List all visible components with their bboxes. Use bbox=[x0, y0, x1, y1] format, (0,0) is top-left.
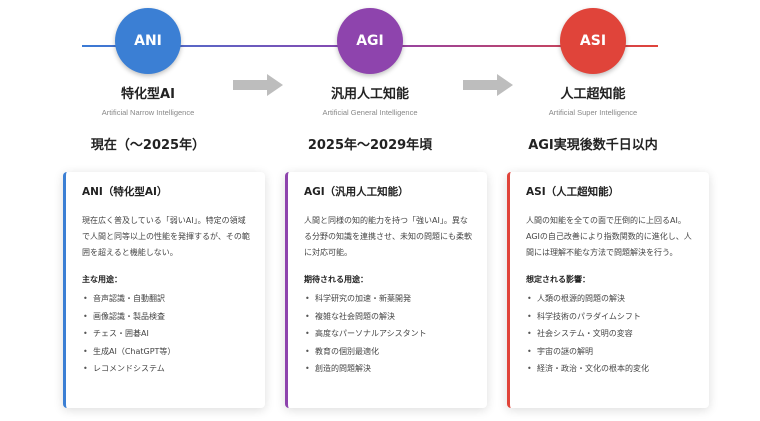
card-description: 人間の知能を全ての面で圧倒的に上回るAI。AGIの自己改善により指数関数的に進化… bbox=[526, 216, 692, 257]
card-agi: AGI（汎用人工知能） 人間と同様の知的能力を持つ「強いAI」。異なる分野の知識… bbox=[285, 172, 487, 408]
stage-period: AGI実現後数千日以内 bbox=[528, 138, 658, 153]
card-title: ANI（特化型AI） bbox=[82, 186, 168, 198]
list-item: 音声認識・自動翻訳 bbox=[82, 293, 251, 305]
list-item: 経済・政治・文化の根本的変化 bbox=[526, 363, 695, 375]
list-item: チェス・囲碁AI bbox=[82, 328, 251, 340]
stage-circle-asi: ASI bbox=[560, 8, 626, 74]
stage-circle-ani: ANI bbox=[115, 8, 181, 74]
stage-name: 特化型AI bbox=[121, 87, 175, 102]
stage-period: 現在（〜2025年） bbox=[90, 138, 206, 153]
right-arrow-icon bbox=[233, 74, 283, 96]
list-item: 高度なパーソナルアシスタント bbox=[304, 328, 473, 340]
card-subtitle: 主な用途： bbox=[82, 275, 122, 284]
stage-circle-agi: AGI bbox=[337, 8, 403, 74]
list-item: レコメンドシステム bbox=[82, 363, 251, 375]
list-item: 人類の根源的問題の解決 bbox=[526, 293, 695, 305]
card-list: 科学研究の加速・新薬開発 複雑な社会問題の解決 高度なパーソナルアシスタント 教… bbox=[304, 293, 473, 375]
stage-agi: AGI 汎用人工知能 Artificial General Intelligen… bbox=[270, 8, 470, 153]
list-item: 科学研究の加速・新薬開発 bbox=[304, 293, 473, 305]
stage-name: 汎用人工知能 bbox=[330, 87, 409, 102]
stage-ani: ANI 特化型AI Artificial Narrow Intelligence… bbox=[48, 8, 248, 153]
list-item: 教育の個別最適化 bbox=[304, 346, 473, 358]
stage-asi: ASI 人工超知能 Artificial Super Intelligence … bbox=[493, 8, 693, 153]
stage-abbr: ASI bbox=[579, 33, 607, 49]
card-asi: ASI（人工超知能） 人間の知能を全ての面で圧倒的に上回るAI。AGIの自己改善… bbox=[507, 172, 709, 408]
stage-name: 人工超知能 bbox=[560, 87, 626, 102]
stage-english-name: Artificial Narrow Intelligence bbox=[101, 108, 195, 117]
card-subtitle: 期待される用途： bbox=[304, 275, 368, 284]
stage-english-name: Artificial General Intelligence bbox=[322, 108, 418, 117]
card-list: 人類の根源的問題の解決 科学技術のパラダイムシフト 社会システム・文明の変容 宇… bbox=[526, 293, 695, 375]
list-item: 画像認識・製品検査 bbox=[82, 311, 251, 323]
stage-period: 2025年〜2029年頃 bbox=[307, 138, 433, 153]
stage-abbr: AGI bbox=[356, 33, 384, 49]
card-title: AGI（汎用人工知能） bbox=[304, 186, 409, 198]
stage-abbr: ANI bbox=[134, 33, 162, 49]
card-title: ASI（人工超知能） bbox=[526, 186, 620, 198]
list-item: 複雑な社会問題の解決 bbox=[304, 311, 473, 323]
card-subtitle: 想定される影響： bbox=[526, 275, 590, 284]
card-ani: ANI（特化型AI） 現在広く普及している「弱いAI」。特定の領域で人間と同等以… bbox=[63, 172, 265, 408]
card-list: 音声認識・自動翻訳 画像認識・製品検査 チェス・囲碁AI 生成AI（ChatGP… bbox=[82, 293, 251, 375]
list-item: 創造的問題解決 bbox=[304, 363, 473, 375]
card-description: 人間と同様の知的能力を持つ「強いAI」。異なる分野の知識を連携させ、未知の問題に… bbox=[304, 216, 472, 257]
list-item: 科学技術のパラダイムシフト bbox=[526, 311, 695, 323]
list-item: 生成AI（ChatGPT等） bbox=[82, 346, 251, 358]
right-arrow-icon bbox=[463, 74, 513, 96]
stage-english-name: Artificial Super Intelligence bbox=[548, 108, 638, 117]
list-item: 宇宙の謎の解明 bbox=[526, 346, 695, 358]
list-item: 社会システム・文明の変容 bbox=[526, 328, 695, 340]
card-description: 現在広く普及している「弱いAI」。特定の領域で人間と同等以上の性能を発揮するが、… bbox=[82, 216, 250, 257]
